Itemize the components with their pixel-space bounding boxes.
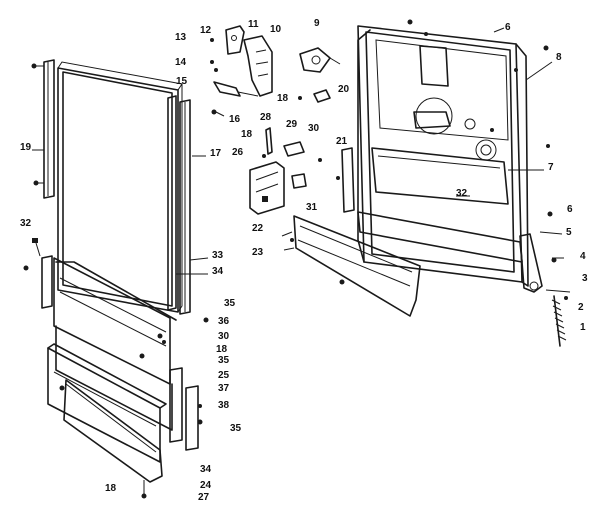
- callout-c35c: 35: [230, 423, 242, 434]
- callout-c1: 1: [580, 322, 586, 333]
- callout-c18a: 18: [277, 93, 289, 104]
- cam-assembly: [299, 47, 341, 73]
- inner-door-liner: [357, 25, 529, 287]
- callout-c22: 22: [252, 223, 264, 234]
- hinge-spring: [519, 233, 571, 347]
- callout-c23: 23: [252, 247, 264, 258]
- callout-c7: 7: [548, 162, 554, 173]
- callout-c37: 37: [218, 383, 230, 394]
- callout-c16: 16: [229, 114, 241, 125]
- callout-c9: 9: [314, 18, 320, 29]
- callout-c12: 12: [200, 25, 212, 36]
- callout-c28: 28: [260, 112, 272, 123]
- callout-c34b: 34: [200, 464, 212, 475]
- bracket-21: [336, 147, 355, 213]
- callout-c27: 27: [198, 492, 210, 503]
- end-cap-left: [23, 238, 53, 309]
- bottom-channel: [290, 211, 523, 317]
- callout-c31: 31: [306, 202, 318, 213]
- callout-c13: 13: [175, 32, 187, 43]
- callout-c18b: 18: [241, 129, 253, 140]
- latch-parts: [210, 25, 273, 117]
- left-trim-strip: [31, 59, 55, 199]
- callout-c11: 11: [248, 19, 259, 30]
- callout-c21: 21: [336, 136, 348, 147]
- callout-c8: 8: [556, 52, 562, 63]
- callout-c2: 2: [578, 302, 584, 313]
- callout-c32a: 32: [456, 188, 468, 199]
- callout-c6b: 6: [567, 204, 573, 215]
- callout-c10: 10: [270, 24, 282, 35]
- callout-c19: 19: [20, 142, 32, 153]
- callout-c36: 36: [218, 316, 230, 327]
- callout-c15: 15: [176, 76, 188, 87]
- clip-20: [298, 89, 331, 103]
- callout-c29: 29: [286, 119, 298, 130]
- screws-right: [407, 19, 553, 217]
- callout-c30a: 30: [308, 123, 320, 134]
- callout-c30b: 30: [218, 331, 230, 342]
- latch-housing: [249, 127, 322, 215]
- callout-c18c: 18: [216, 344, 228, 355]
- callout-c38: 38: [218, 400, 230, 411]
- callout-labels: 1234566789101112131415161718181818192021…: [20, 18, 588, 503]
- callout-c25: 25: [218, 370, 230, 381]
- callout-c35a: 35: [224, 298, 236, 309]
- leader-lines: [32, 27, 564, 275]
- callout-c17: 17: [210, 148, 222, 159]
- callout-c33: 33: [212, 250, 224, 261]
- callout-c20: 20: [338, 84, 350, 95]
- outer-door-panel: [57, 61, 183, 313]
- callout-c4: 4: [580, 251, 586, 262]
- callout-c34a: 34: [212, 266, 224, 277]
- right-trim-strips: [167, 95, 191, 315]
- callout-c18d: 18: [105, 483, 117, 494]
- callout-c35b: 35: [218, 355, 230, 366]
- callout-c26: 26: [232, 147, 244, 158]
- callout-c24: 24: [200, 480, 212, 491]
- callout-c32b: 32: [20, 218, 32, 229]
- toe-plate: [59, 379, 163, 483]
- side-brackets: [139, 317, 209, 499]
- callout-c5: 5: [566, 227, 572, 238]
- callout-c6a: 6: [505, 22, 511, 33]
- callout-c14: 14: [175, 57, 187, 68]
- lower-front-panel: [47, 257, 177, 463]
- callout-c3: 3: [582, 273, 588, 284]
